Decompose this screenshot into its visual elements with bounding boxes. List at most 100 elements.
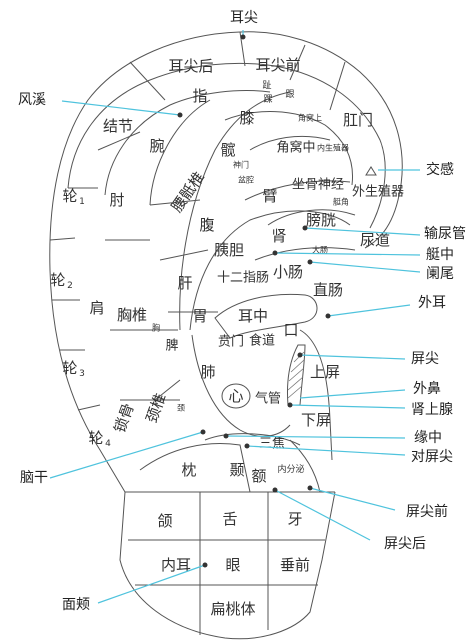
helix-dividers <box>49 31 346 411</box>
callout-lan-wei: 阑尾 <box>426 266 454 282</box>
label-yan: 眼 <box>225 556 240 574</box>
antihelix-outer <box>149 99 211 206</box>
label-shi-dao: 食道 <box>249 333 275 349</box>
outer-helix-outline <box>49 31 403 640</box>
label-xia-ping: 下屏 <box>301 411 331 429</box>
zone-labels: 耳尖后 耳尖前 趾 踝 跟 指 膝 角窝上 角窝中 内生殖器 肛门 结节 腕 髋… <box>50 56 404 618</box>
lower-concha-outline <box>191 334 291 437</box>
label-chui-qian: 垂前 <box>280 556 310 574</box>
scapha-outline <box>104 90 271 196</box>
label-lun-3: 轮 <box>62 359 77 377</box>
label-da-chang: 大肠 <box>312 245 328 255</box>
label-shen-men: 神门 <box>233 160 249 170</box>
callout-er-jian: 耳尖 <box>230 10 258 26</box>
antitragus-lower <box>139 443 251 493</box>
callout-shu-niao-guan: 输尿管 <box>424 226 466 242</box>
label-lun-1-sub: 1 <box>79 197 85 207</box>
label-jiao-wo-shang: 角窝上 <box>298 113 322 123</box>
label-bian-tao-ti: 扁桃体 <box>210 600 255 618</box>
label-gan: 肝 <box>177 274 192 292</box>
label-yi-dan: 胰胆 <box>214 241 244 259</box>
label-jian: 肩 <box>89 299 104 317</box>
label-wei: 胃 <box>192 307 207 325</box>
tragus-right-edge <box>299 329 333 461</box>
label-kou: 口 <box>283 321 298 339</box>
callout-mian-jia: 面颊 <box>62 597 90 613</box>
label-nei-er: 内耳 <box>161 556 191 574</box>
label-nie: 颞 <box>229 461 244 479</box>
label-jie-jie: 结节 <box>103 117 133 135</box>
callout-wai-bi: 外鼻 <box>413 380 441 397</box>
callout-ping-jian: 屏尖 <box>411 351 439 367</box>
inner-helix-outline <box>67 62 386 229</box>
callout-yuan-zhong: 缘中 <box>414 430 442 446</box>
label-zhi-toe: 趾 <box>262 79 271 91</box>
label-zhen: 枕 <box>181 461 196 479</box>
pointer-lan-wei <box>309 261 421 273</box>
ear-outlines <box>49 31 403 640</box>
label-she: 舌 <box>222 510 237 528</box>
label-fu: 腹 <box>199 216 214 234</box>
pointer-shen-shang-xian <box>289 404 406 409</box>
antihelix-inner <box>179 91 291 331</box>
label-lun-4: 轮 <box>88 429 103 447</box>
label-lun-4-sub: 4 <box>105 439 111 449</box>
scapha-dividers <box>97 131 180 401</box>
label-kuan: 髋 <box>220 141 235 159</box>
label-han: 颌 <box>157 512 172 530</box>
pointer-ping-jian <box>299 354 406 360</box>
label-gen: 跟 <box>285 89 294 100</box>
callout-ting-zhong: 艇中 <box>426 247 454 263</box>
pointer-yuan-zhong <box>225 435 406 439</box>
lobule-grid <box>125 491 335 635</box>
label-pi: 脾 <box>165 339 178 354</box>
label-xin: 心 <box>228 387 243 405</box>
label-pen-qiang: 盆腔 <box>238 175 254 185</box>
pointer-ping-jian-qian <box>309 487 396 511</box>
label-e: 额 <box>251 467 266 485</box>
label-suo-gu: 锁骨 <box>110 401 137 435</box>
callout-labels: 耳尖 风溪 交感 输尿管 艇中 阑尾 外耳 屏尖 外鼻 肾上腺 缘中 对屏尖 脑… <box>18 10 466 613</box>
antihelix-dividers <box>149 199 218 401</box>
pointer-wai-er <box>327 304 411 317</box>
label-yao-di-zhui: 腰骶椎 <box>168 168 209 215</box>
pointer-mian-jia <box>97 564 206 604</box>
label-nei-fen-mi: 内分泌 <box>277 463 304 475</box>
label-zhi-chang: 直肠 <box>313 281 343 299</box>
pointer-ping-jian-hou <box>274 489 371 541</box>
pointer-dui-ping-jian <box>246 445 406 456</box>
pointer-ting-zhong <box>274 252 421 256</box>
lower-tragus-line <box>289 439 321 493</box>
label-jiao-wo-zhong: 角窝中 <box>276 140 315 156</box>
label-zhi-finger: 指 <box>192 87 207 105</box>
label-xiao-chang: 小肠 <box>273 263 303 281</box>
concha-outline <box>189 210 351 331</box>
label-wai-sheng-zhi-qi: 外生殖器 <box>352 184 404 200</box>
pointer-nao-gan <box>49 431 204 479</box>
heart-circle <box>221 383 251 409</box>
callout-feng-xi: 风溪 <box>18 92 46 108</box>
label-xiong: 胸 <box>152 323 160 333</box>
label-pang-guang: 膀胱 <box>306 211 336 229</box>
pointer-feng-xi <box>61 100 181 116</box>
label-bi: 臂 <box>262 187 277 205</box>
label-gang-men: 肛门 <box>343 111 373 129</box>
label-qi-guan: 气管 <box>255 391 281 407</box>
label-lun-2-sub: 2 <box>67 281 73 291</box>
label-shen: 肾 <box>271 227 286 245</box>
label-er-jian-qian: 耳尖前 <box>255 56 300 74</box>
callout-wai-er: 外耳 <box>418 295 446 311</box>
label-lun-1: 轮 <box>62 187 77 205</box>
label-shang-ping: 上屏 <box>310 363 340 381</box>
label-ting-jiao: 艇角 <box>333 197 349 207</box>
label-er-zhong: 耳中 <box>238 307 268 325</box>
helix-crus-outline <box>214 293 318 339</box>
callout-nao-gan: 脑干 <box>20 470 48 486</box>
cymba-outline <box>267 209 356 226</box>
pointer-shu-niao-guan <box>304 227 421 236</box>
callout-dui-ping-jian: 对屏尖 <box>411 449 453 465</box>
label-jing-zhui: 颈椎 <box>142 391 169 425</box>
label-san-jiao: 三焦 <box>259 437 285 452</box>
label-ya: 牙 <box>287 510 302 528</box>
